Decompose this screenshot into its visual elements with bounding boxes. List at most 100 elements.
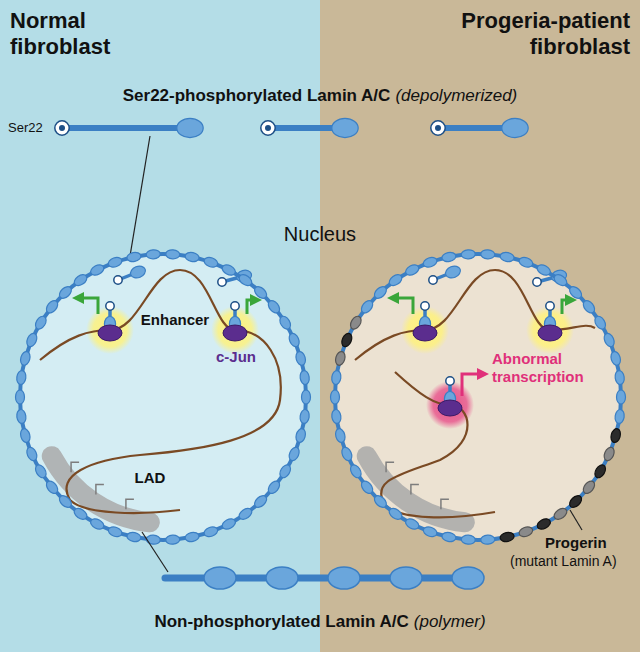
- panel-title: Progeria-patient fibroblast: [420, 8, 630, 60]
- abnormal-transcription-arrow: [462, 374, 483, 396]
- nucleus-interior: [20, 254, 306, 540]
- lamin-segment: [203, 256, 219, 269]
- lamin-segment: [237, 506, 254, 521]
- lamin-segment: [221, 263, 238, 277]
- inactive-promoter: [126, 499, 134, 509]
- lamin-segment: [16, 409, 27, 424]
- element-label: Enhancer: [141, 311, 209, 329]
- lamin-segment: [331, 390, 340, 404]
- lamin-segment: [89, 517, 106, 531]
- protein-label: c-Jun: [216, 348, 256, 366]
- lamin-head: [332, 118, 358, 137]
- phospho-site: [106, 302, 114, 310]
- lamin-segment: [340, 446, 354, 462]
- chromatin: [40, 270, 281, 513]
- lamin-head: [452, 567, 484, 589]
- protein-note: (mutant Lamin A): [510, 553, 617, 570]
- lamin-polymer: [165, 567, 484, 589]
- lamin-segment: [126, 251, 142, 263]
- lamin-segment: [57, 284, 73, 300]
- domain-label: LAD: [135, 469, 166, 487]
- lamin-segment: [372, 493, 388, 509]
- lamin-segment: [184, 251, 200, 263]
- lamin-segment: [404, 517, 421, 531]
- lamin-segment: [593, 314, 608, 331]
- lamin-segment: [19, 350, 31, 366]
- lamin-segment: [331, 409, 342, 424]
- lamin-segment: [294, 428, 306, 444]
- lamin-segment: [359, 479, 375, 496]
- progerin-segment: [340, 332, 354, 348]
- lamin-segment: [287, 332, 301, 348]
- lamin-segment: [372, 284, 388, 300]
- phospho-dot: [265, 125, 271, 131]
- progerin-segment: [602, 446, 616, 462]
- lamin-segment: [89, 263, 106, 277]
- enhancer-glow: [86, 306, 134, 354]
- lamin-segment: [278, 463, 293, 480]
- lamin-segment: [359, 298, 375, 315]
- progerin-segment: [567, 493, 583, 509]
- progerin-segment: [348, 314, 363, 331]
- lamin-segment: [19, 428, 31, 444]
- lamin-segment: [278, 314, 293, 331]
- lamin-segment: [33, 314, 48, 331]
- c-jun-protein: [223, 325, 247, 341]
- lamin-segment: [617, 390, 626, 404]
- lamin-segment: [609, 350, 621, 366]
- nuclear-lamina: [20, 254, 306, 540]
- enhancer-glow: [401, 306, 449, 354]
- lamin-head: [328, 567, 360, 589]
- callout-label: Abnormal transcription: [492, 350, 602, 386]
- lamin-segment: [567, 284, 583, 300]
- lamin-segment: [480, 249, 495, 259]
- lamin-segment: [552, 272, 569, 287]
- lamin-segment: [203, 525, 219, 538]
- nucleus-contents: [355, 264, 595, 522]
- progerin-segment: [581, 479, 597, 496]
- phospho-site: [55, 121, 69, 135]
- lamin-segment: [331, 370, 342, 385]
- heading-main: Non-phosphorylated Lamin A/C: [154, 612, 408, 632]
- progerin-segment: [334, 350, 346, 366]
- transcription-arrow: [78, 298, 98, 314]
- chromatin: [381, 372, 495, 517]
- lamin-segment: [221, 517, 238, 531]
- lamin-segment: [387, 506, 404, 521]
- protein-label: Progerin: [545, 534, 607, 552]
- phospho-site: [218, 278, 226, 286]
- lamin-segment: [44, 298, 60, 315]
- phospho-site: [431, 121, 445, 135]
- phospho-site: [429, 276, 437, 284]
- heading-note: (polymer): [414, 612, 486, 632]
- lamin-head: [266, 567, 298, 589]
- phospho-site: [231, 302, 239, 310]
- lamin-segment: [16, 390, 25, 404]
- c-jun-protein: [538, 325, 562, 341]
- progerin-segment: [499, 531, 515, 543]
- lamin-segment: [299, 409, 310, 424]
- c-jun-protein: [438, 400, 462, 416]
- lamin-segment: [536, 263, 553, 277]
- phospho-lamin: [55, 118, 528, 137]
- panel-title: Normal fibroblast: [10, 8, 160, 60]
- lamin-segment: [25, 446, 39, 462]
- lamin-rod: [62, 125, 190, 131]
- phospho-site: [421, 302, 429, 310]
- progerin-segment: [518, 525, 534, 538]
- lamin-segment: [387, 272, 404, 287]
- leader-line: [142, 532, 168, 572]
- lamin-segment: [107, 256, 123, 269]
- lamin-segment: [44, 479, 60, 496]
- heading-main: Ser22-phosphorylated Lamin A/C: [123, 86, 391, 106]
- lamin-segment: [252, 284, 268, 300]
- lamin-segment: [461, 535, 476, 545]
- lamin-segment: [404, 263, 421, 277]
- nucleus-contents: [40, 264, 281, 522]
- lamin-segment: [266, 479, 282, 496]
- lamin-segment: [461, 249, 476, 259]
- inactive-promoter: [441, 499, 449, 509]
- lamin-segment: [252, 493, 268, 509]
- lamin-segment: [614, 409, 625, 424]
